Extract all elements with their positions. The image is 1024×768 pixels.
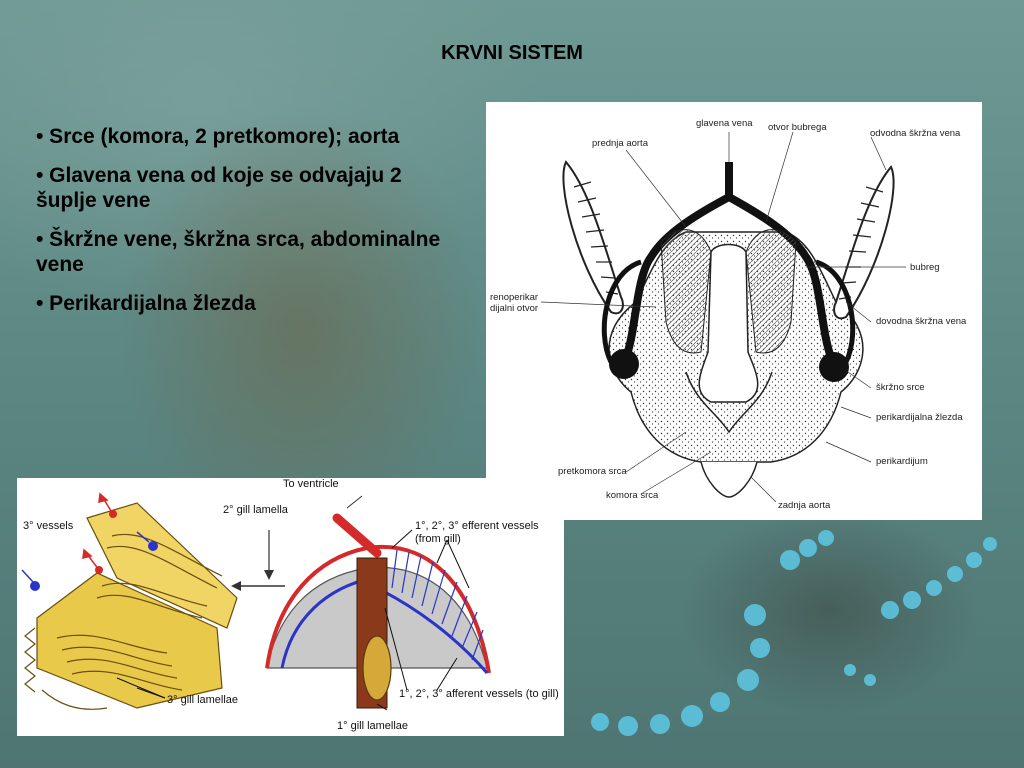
label-komora-srca: komora srca	[606, 490, 659, 501]
label-otvor-bubrega: otvor bubrega	[768, 122, 827, 133]
label-pretkomora-srca: pretkomora srca	[558, 466, 627, 477]
bullet-item: • Perikardijalna žlezda	[36, 292, 256, 316]
label-skrzno-srce: škržno srce	[876, 382, 925, 393]
label-renoperikardijalni-otvor: renoperikar dijalni otvor	[490, 292, 539, 314]
label-afferent-vessels: 1°, 2°, 3° afferent vessels (to gill)	[399, 688, 559, 700]
label-2-gill-lamella: 2° gill lamella	[223, 504, 288, 516]
label-3-gill-lamellae: 3° gill lamellae	[167, 694, 239, 706]
gill-drawing	[21, 492, 491, 711]
label-prednja-aorta: prednja aorta	[592, 138, 648, 149]
label-perikardijalna-zlezda: perikardijalna žlezda	[876, 412, 963, 423]
label-efferent-vessels: 1°, 2°, 3° efferent vessels (from gill)	[415, 520, 539, 545]
label-3-vessels: 3° vessels	[23, 520, 74, 532]
label-bubreg: bubreg	[910, 262, 940, 273]
bullet-item: • Srce (komora, 2 pretkomore); aorta	[36, 125, 400, 148]
circulatory-diagram: glavena vena otvor bubrega prednja aorta…	[486, 102, 982, 520]
bullet-item: • Škržne vene, škržna srca, abdominalne …	[36, 227, 441, 277]
bullet-item: • Glavena vena od koje se odvajaju 2 šup…	[36, 163, 402, 213]
label-odvodna-skrzna-vena: odvodna škržna vena	[870, 128, 961, 139]
bullet-list: • Srce (komora, 2 pretkomore); aorta • G…	[36, 124, 456, 330]
slide-title: KRVNI SISTEM	[441, 42, 583, 64]
label-to-ventricle: To ventricle	[283, 478, 339, 490]
circulatory-drawing	[540, 131, 906, 503]
label-glavena-vena: glavena vena	[696, 118, 753, 129]
label-zadnja-aorta: zadnja aorta	[778, 500, 831, 511]
label-dovodna-skrzna-vena: dovodna škržna vena	[876, 316, 967, 327]
octopus-arm-dots	[591, 530, 997, 736]
gill-diagram: To ventricle 3° vessels 2° gill lamella …	[17, 478, 564, 736]
label-1-gill-lamellae: 1° gill lamellae	[337, 720, 409, 732]
label-perikardijum: perikardijum	[876, 456, 928, 467]
